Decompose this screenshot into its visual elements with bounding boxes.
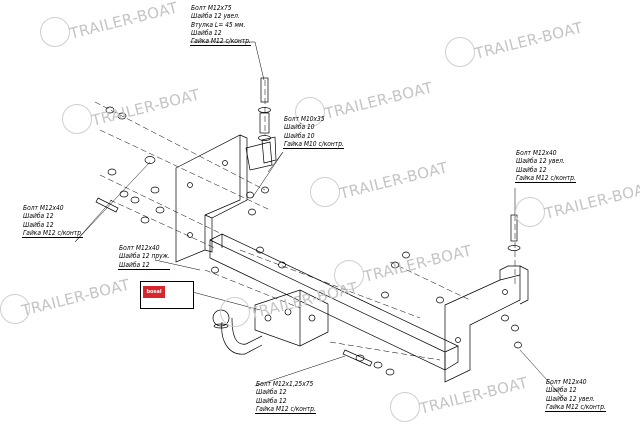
top-small-bracket — [245, 136, 277, 171]
left-bracket — [175, 134, 248, 263]
boat-logo-icon — [390, 392, 420, 422]
callout-line: Гайка М10 с/контр. — [283, 139, 344, 150]
callout-line: Гайка М12 с/контр. — [255, 404, 316, 415]
callout-line: Гайка М12 с/контр. — [545, 402, 606, 413]
callout-line: Шайба 12 — [118, 261, 170, 270]
assembly-axis-lines — [94, 80, 516, 361]
callout-line: Болт М12х40 — [119, 244, 160, 252]
callout-bottom-right-bolt: Болт М12х40 Шайба 12 Шайба 12 увел. Гайк… — [545, 378, 606, 413]
callout-leaders — [74, 41, 566, 401]
callout-line: Шайба 12 — [23, 220, 54, 229]
ball-mount-plate — [254, 289, 329, 347]
boat-logo-icon — [445, 37, 475, 67]
callout-right-top-bolt: Болт М12х40 Шайба 12 увел. Шайба 12 Гайк… — [515, 149, 576, 184]
callout-line: Болт М12х40 — [546, 378, 587, 386]
callout-line: Шайба 12 — [23, 212, 54, 221]
callout-line: Гайка М12 с/контр. — [190, 37, 251, 47]
callout-line: Шайба 12 увел. — [191, 12, 240, 21]
callout-line: Болт М12х40 — [23, 204, 64, 212]
callout-line: Втулка L= 45 мм. — [191, 20, 246, 29]
boat-logo-icon — [40, 17, 70, 47]
callout-line: Болт М12х75 — [191, 4, 232, 12]
right-bracket — [444, 265, 529, 383]
callout-top-bolt: Болт М12х75 Шайба 12 увел. Втулка L= 45 … — [190, 4, 251, 47]
bosal-logo: bosal — [143, 286, 165, 298]
boat-logo-icon — [334, 260, 364, 290]
callout-bottom-center-bolt: Болт М12х1,25х75 Шайба 12 Шайба 12 Гайка… — [255, 380, 316, 415]
boat-logo-icon — [295, 97, 325, 127]
callout-line: Шайба 12 — [516, 165, 547, 174]
callout-center-bolt: Болт М12х40 Шайба 12 пруж. Шайба 12 — [118, 244, 170, 270]
callout-line: Болт М12х40 — [516, 149, 557, 157]
callout-left-bolt: Болт М12х40 Шайба 12 Шайба 12 Гайка М12 … — [22, 204, 83, 239]
boat-logo-icon — [0, 294, 30, 324]
boat-logo-icon — [310, 177, 340, 207]
boat-logo-icon — [515, 197, 545, 227]
callout-line: Шайба 12 пруж. — [119, 252, 170, 261]
callout-line: Шайба 12 — [546, 386, 577, 395]
callout-line: Болт М10х35 — [284, 115, 325, 123]
callout-line: Гайка М12 с/контр. — [22, 228, 83, 239]
brand-plate: bosal — [140, 281, 194, 309]
callout-mid-bolt: Болт М10х35 Шайба 10 Шайба 10 Гайка М10 … — [283, 115, 344, 150]
boat-logo-icon — [220, 297, 250, 327]
callout-line: Шайба 10 — [284, 123, 315, 132]
callout-line: Шайба 12 — [191, 28, 222, 37]
callout-line: Шайба 12 — [256, 396, 287, 405]
callout-line: Шайба 12 увел. — [516, 157, 565, 166]
boat-logo-icon — [62, 104, 92, 134]
callout-line: Болт М12х1,25х75 — [256, 380, 314, 388]
callout-line: Шайба 12 увел. — [546, 394, 595, 403]
fasteners — [95, 77, 522, 376]
callout-line: Шайба 10 — [284, 131, 315, 140]
callout-line: Гайка М12 с/контр. — [515, 173, 576, 184]
callout-line: Шайба 12 — [256, 388, 287, 397]
